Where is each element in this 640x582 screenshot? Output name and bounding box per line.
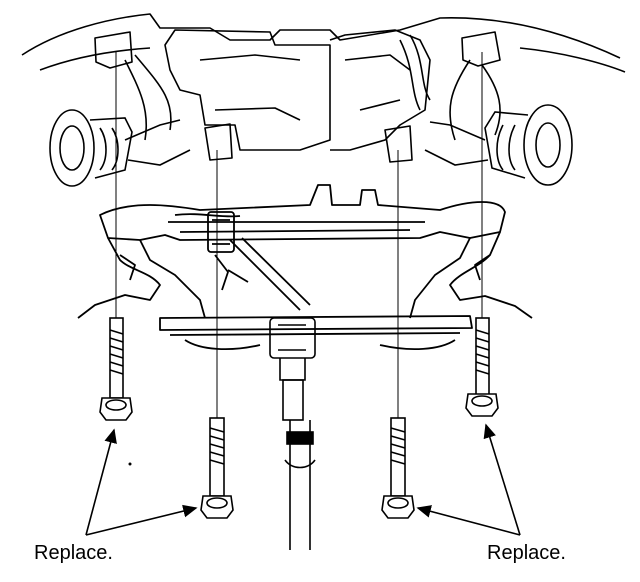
right-wheel-hub <box>424 104 573 186</box>
callout-arrows-right <box>416 423 521 536</box>
replace-callout-left: Replace. <box>34 542 113 564</box>
replace-callout-right: Replace. <box>487 542 566 564</box>
vehicle-body <box>21 13 626 163</box>
callout-arrows-left <box>85 428 198 536</box>
bolt-right-inner <box>381 417 415 519</box>
left-wheel-hub <box>49 109 191 187</box>
ink-speck <box>128 462 132 466</box>
bolt-alignment-lines <box>115 52 483 418</box>
bolt-left-inner <box>200 417 234 519</box>
bolt-right-outer <box>465 317 499 417</box>
steering-column <box>269 317 316 550</box>
bolt-left-outer <box>99 317 133 421</box>
